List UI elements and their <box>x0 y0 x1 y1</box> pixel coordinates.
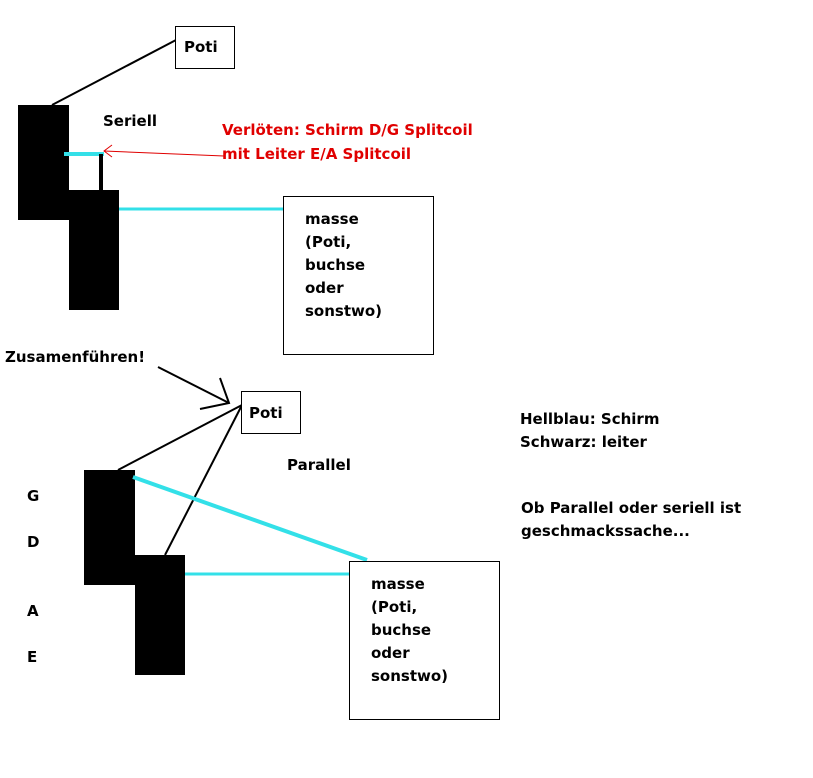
ground-line: oder <box>305 279 344 297</box>
serial-ground-text: masse (Poti, buchse oder sonstwo) <box>305 208 382 323</box>
merge-arrow <box>157 366 230 404</box>
ground-line: sonstwo) <box>305 302 383 320</box>
parallel-poti-label: Poti <box>249 404 283 422</box>
serial-poti-label: Poti <box>184 38 218 56</box>
comment-line2: geschmackssache... <box>521 522 690 540</box>
string-label-a: A <box>27 602 39 620</box>
serial-note-line1: Verlöten: Schirm D/G Splitcoil <box>222 121 473 139</box>
serial-note-arrowhead <box>103 144 113 158</box>
legend-shield: Hellblau: Schirm <box>520 410 660 428</box>
parallel-poti-box: Poti <box>241 391 301 434</box>
serial-ground-box: masse (Poti, buchse oder sonstwo) <box>283 196 434 355</box>
parallel-title: Parallel <box>287 456 351 474</box>
parallel-coil-top <box>84 470 135 585</box>
ground-line: buchse <box>305 256 366 274</box>
ground-line: masse <box>371 575 425 593</box>
parallel-shield-top <box>132 475 368 562</box>
ground-line: (Poti, <box>305 233 352 251</box>
parallel-ground-box: masse (Poti, buchse oder sonstwo) <box>349 561 500 720</box>
ground-line: (Poti, <box>371 598 418 616</box>
serial-wire-to-poti <box>51 39 177 106</box>
legend-conductor: Schwarz: leiter <box>520 433 647 451</box>
comment-line1: Ob Parallel oder seriell ist <box>521 499 742 517</box>
merge-arrowhead <box>199 377 231 410</box>
parallel-wire-top-to-poti <box>117 404 243 471</box>
ground-line: sonstwo) <box>371 667 449 685</box>
ground-line: oder <box>371 644 410 662</box>
parallel-ground-text: masse (Poti, buchse oder sonstwo) <box>371 573 448 688</box>
serial-note-arrow <box>103 150 225 157</box>
parallel-coil-bottom <box>135 555 185 675</box>
ground-line: masse <box>305 210 359 228</box>
serial-poti-box: Poti <box>175 26 235 69</box>
ground-line: buchse <box>371 621 432 639</box>
serial-coil-top <box>18 105 69 220</box>
parallel-wire-bottom-to-poti <box>164 404 243 556</box>
merge-label: Zusamenführen! <box>5 348 146 366</box>
serial-coil-bottom <box>69 190 119 310</box>
serial-note-line2: mit Leiter E/A Splitcoil <box>222 145 412 163</box>
string-label-g: G <box>27 487 40 505</box>
string-label-d: D <box>27 533 40 551</box>
serial-title: Seriell <box>103 112 157 130</box>
string-label-e: E <box>27 648 38 666</box>
